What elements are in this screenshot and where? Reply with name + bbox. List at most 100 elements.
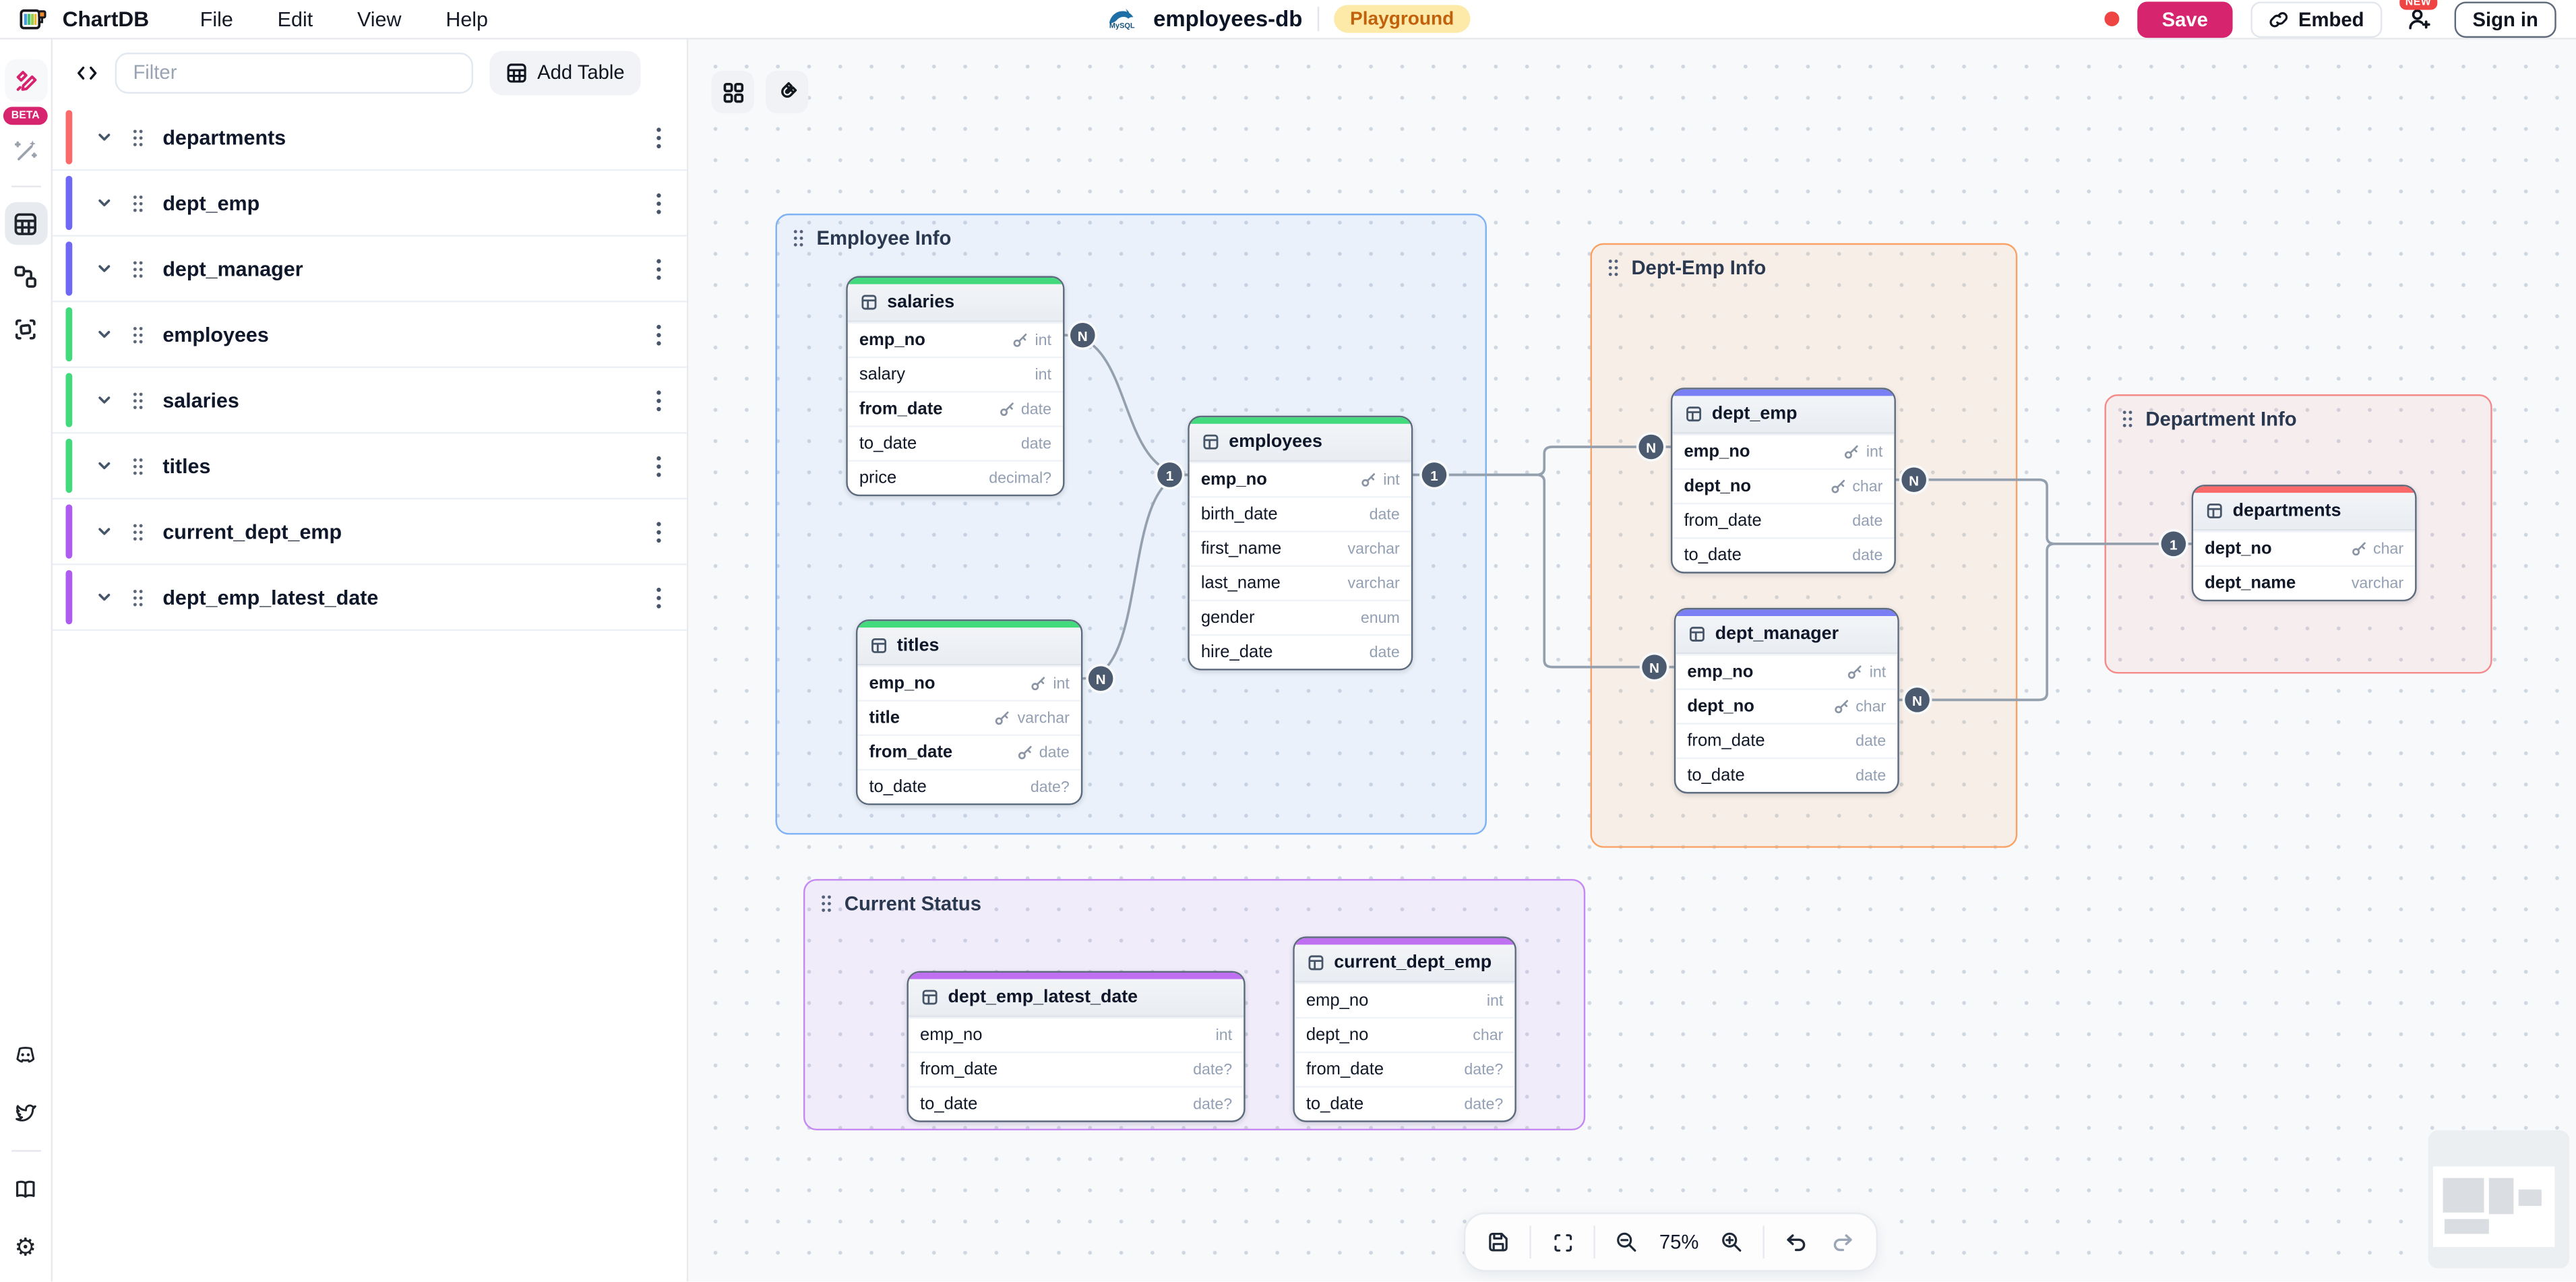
chartdb-logo xyxy=(20,6,47,32)
sidebar-table-salaries[interactable]: salaries xyxy=(53,368,687,434)
tables-panel-icon[interactable] xyxy=(4,202,47,245)
filter-input[interactable] xyxy=(115,51,473,93)
expand-chevron[interactable] xyxy=(95,326,113,344)
dependencies-icon[interactable] xyxy=(4,307,47,350)
diagram-title[interactable]: employees-db xyxy=(1153,6,1303,32)
table-options-button[interactable] xyxy=(656,586,663,609)
expand-chevron[interactable] xyxy=(95,457,113,475)
expand-chevron[interactable] xyxy=(95,194,113,212)
grid-view-button[interactable] xyxy=(711,70,754,114)
snap-magnet-button[interactable] xyxy=(765,70,809,114)
add-table-button[interactable]: Add Table xyxy=(489,50,642,95)
magic-wand-icon[interactable] xyxy=(4,128,47,171)
save-button[interactable]: Save xyxy=(2137,1,2233,37)
area-drag-handle[interactable] xyxy=(2121,409,2135,429)
settings-gear-icon[interactable]: ⚙ xyxy=(14,1233,37,1261)
table-node-header[interactable]: salaries xyxy=(847,284,1064,322)
sidebar-table-current_dept_emp[interactable]: current_dept_emp xyxy=(53,499,687,566)
table-options-button[interactable] xyxy=(656,454,663,477)
sign-in-button[interactable]: Sign in xyxy=(2454,1,2556,37)
table-icon xyxy=(1202,434,1219,450)
zoom-in-icon[interactable] xyxy=(1709,1219,1754,1265)
table-options-button[interactable] xyxy=(656,191,663,214)
drag-handle[interactable] xyxy=(131,324,145,344)
drag-handle[interactable] xyxy=(131,587,145,607)
sidebar-table-departments[interactable]: departments xyxy=(53,105,687,171)
mysql-wordmark: MySQL xyxy=(1109,22,1135,30)
sidebar-table-employees[interactable]: employees xyxy=(53,302,687,368)
table-options-button[interactable] xyxy=(656,388,663,411)
area-drag-handle[interactable] xyxy=(820,894,833,913)
table-icon xyxy=(2207,503,2222,519)
drag-handle[interactable] xyxy=(131,259,145,278)
field-type: varchar xyxy=(2351,574,2404,592)
sidebar-table-titles[interactable]: titles xyxy=(53,433,687,499)
table-node-header[interactable]: departments xyxy=(2193,493,2416,531)
expand-chevron[interactable] xyxy=(95,391,113,409)
menu-item-view[interactable]: View xyxy=(357,7,402,31)
drag-handle[interactable] xyxy=(131,390,145,410)
zoom-out-icon[interactable] xyxy=(1603,1219,1649,1265)
area-drag-handle[interactable] xyxy=(1607,258,1620,278)
table-node-header[interactable]: dept_manager xyxy=(1676,616,1898,654)
twitter-icon[interactable] xyxy=(4,1091,47,1134)
fit-view-icon[interactable] xyxy=(1539,1219,1585,1265)
drag-handle[interactable] xyxy=(131,127,145,147)
minimap[interactable] xyxy=(2428,1130,2570,1269)
table-node-header[interactable]: titles xyxy=(857,628,1081,666)
expand-chevron[interactable] xyxy=(95,588,113,607)
docs-book-icon[interactable] xyxy=(4,1168,47,1211)
table-node-header[interactable]: dept_emp_latest_date xyxy=(908,979,1244,1017)
expand-chevron[interactable] xyxy=(95,128,113,146)
save-diagram-icon[interactable] xyxy=(1475,1219,1521,1265)
editor-pencil-ruler-icon[interactable] xyxy=(4,59,47,102)
menu-item-edit[interactable]: Edit xyxy=(277,7,313,31)
table-color-strip xyxy=(2193,486,2416,493)
table-options-button[interactable] xyxy=(656,125,663,148)
table-node-header[interactable]: employees xyxy=(1189,423,1411,462)
field-name: dept_no xyxy=(2205,539,2272,559)
table-icon xyxy=(1686,406,1702,422)
discord-icon[interactable] xyxy=(4,1033,47,1076)
expand-chevron[interactable] xyxy=(95,522,113,541)
area-drag-handle[interactable] xyxy=(792,228,805,248)
table-node-header[interactable]: dept_emp xyxy=(1672,396,1895,434)
drag-handle[interactable] xyxy=(131,456,145,475)
table-options-button[interactable] xyxy=(656,323,663,346)
table-options-button[interactable] xyxy=(656,520,663,543)
menu-item-file[interactable]: File xyxy=(200,7,233,31)
sidebar-table-dept_manager[interactable]: dept_manager xyxy=(53,237,687,303)
drag-handle[interactable] xyxy=(131,193,145,212)
embed-button[interactable]: Embed xyxy=(2250,1,2383,37)
expand-chevron[interactable] xyxy=(95,260,113,278)
undo-icon[interactable] xyxy=(1773,1219,1818,1265)
field-type: char xyxy=(1852,477,1883,495)
invite-user-button[interactable]: NEW xyxy=(2399,0,2437,36)
menu-item-help[interactable]: Help xyxy=(446,7,489,31)
user-plus-icon xyxy=(2408,9,2430,30)
relationships-icon[interactable] xyxy=(4,255,47,297)
sidebar-table-dept_emp[interactable]: dept_emp xyxy=(53,171,687,237)
bottom-toolbar: 75% xyxy=(1463,1212,1878,1272)
table-options-button[interactable] xyxy=(656,257,663,280)
divider xyxy=(1593,1225,1595,1259)
redo-icon[interactable] xyxy=(1820,1219,1866,1265)
drag-handle[interactable] xyxy=(131,522,145,541)
sidebar-table-dept_emp_latest_date[interactable]: dept_emp_latest_date xyxy=(53,565,687,631)
table-node-header[interactable]: current_dept_emp xyxy=(1294,944,1515,983)
code-view-icon[interactable] xyxy=(75,61,98,83)
field-name: first_name xyxy=(1200,539,1282,559)
